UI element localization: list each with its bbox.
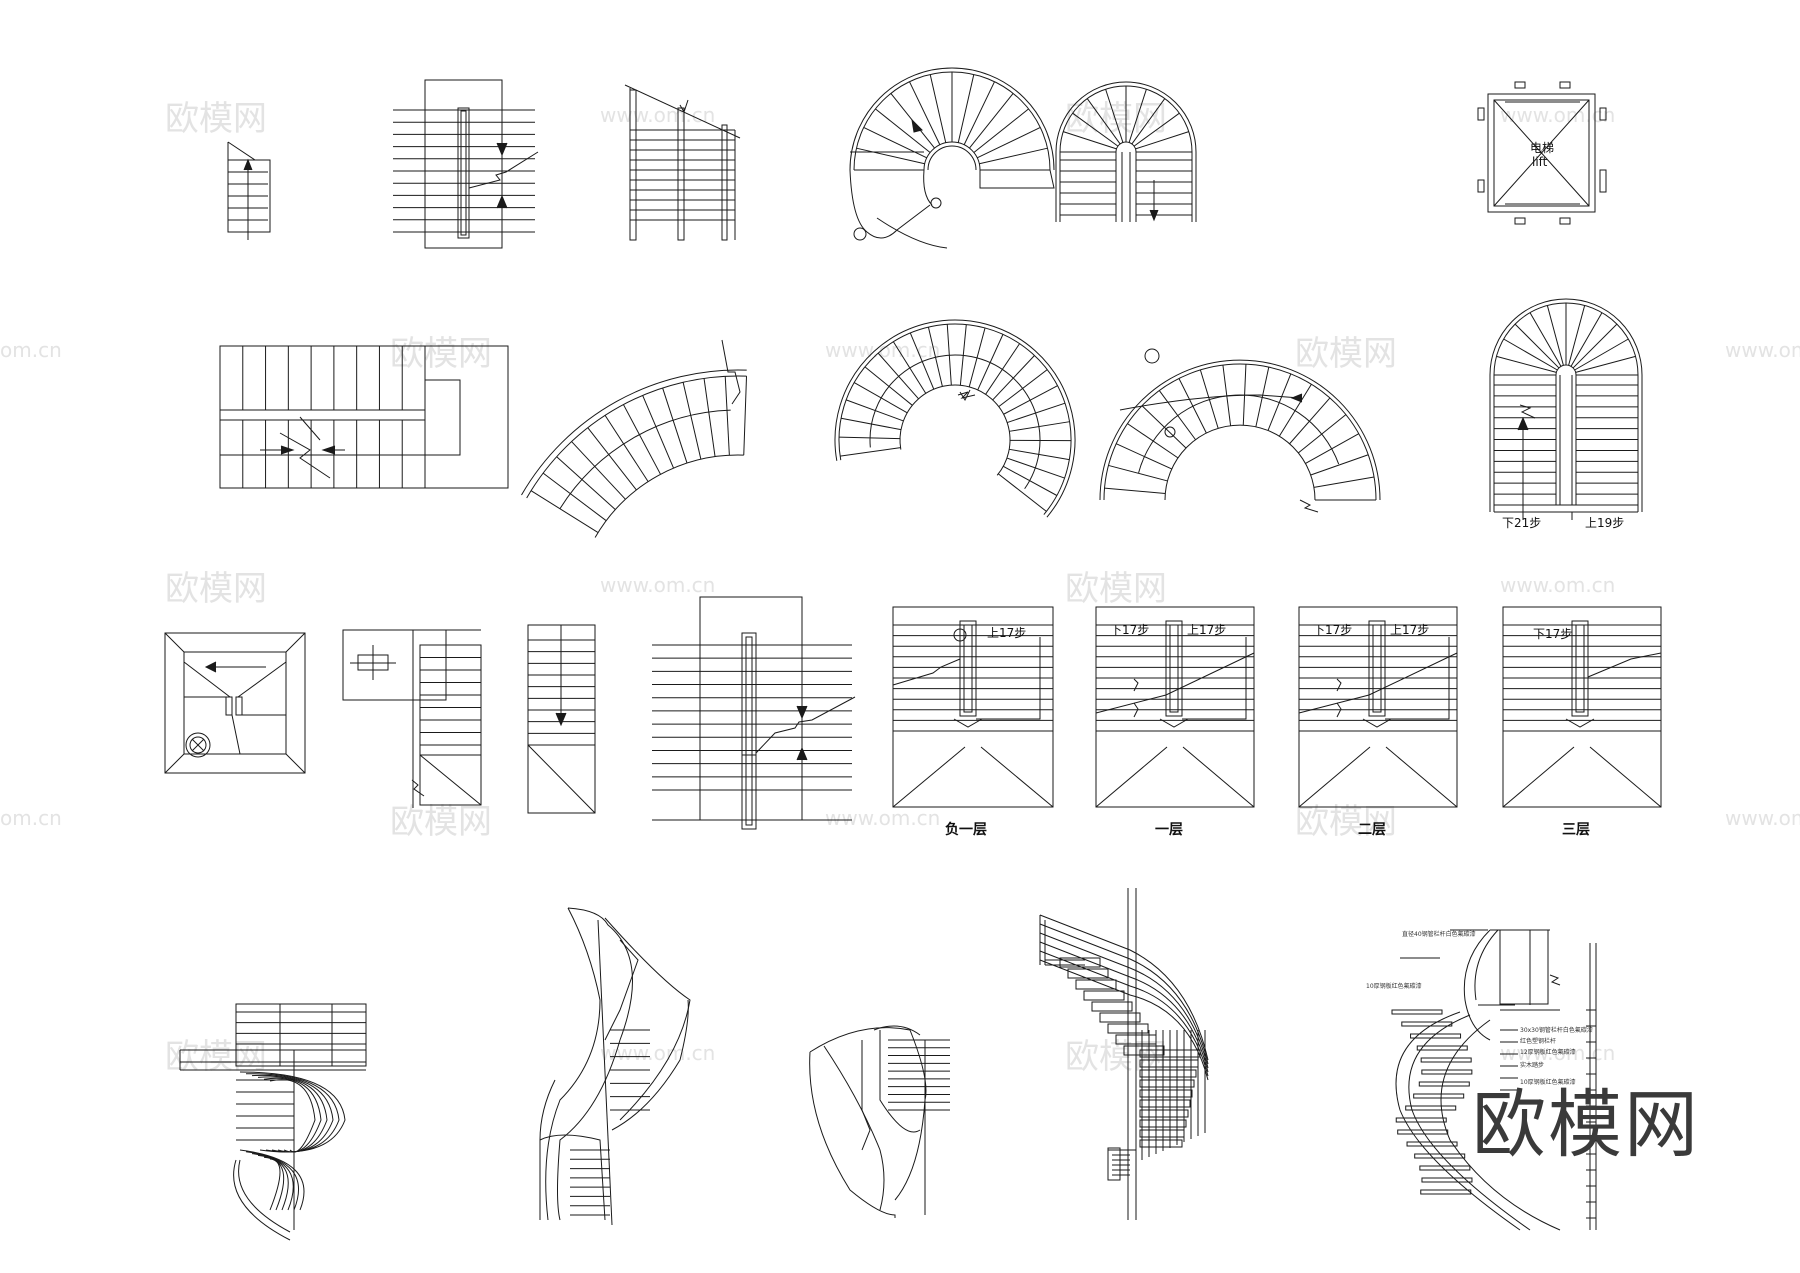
elevation-ribbon-2 [809,1025,950,1218]
elevation-railing [1039,888,1209,1220]
plan-double-flight-large [652,596,856,830]
annotation: 10厚钢板红色氟碳漆 [1520,1078,1576,1086]
watermark-brand: 欧模网 [1065,569,1167,609]
watermark-site: www.om.cn [1500,573,1615,597]
annotation: 红色塑钢栏杆 [1520,1037,1556,1045]
fp-f2-down17: 下17步 [1313,623,1352,637]
watermark-brand: 欧模网 [390,802,492,842]
plan-l-shape [342,629,482,808]
annotation: 10厚钢板红色氟碳漆 [1366,982,1422,990]
lift-label-cn: 电梯 [1530,141,1554,155]
plan-square-winder [164,632,306,774]
plan-wide-landing [219,345,509,489]
floorplan-f2 [1298,606,1458,808]
watermark-site: www.om.cn [1725,806,1800,830]
fp-f3-down17: 下17步 [1533,627,1572,641]
watermark-site: www.om.cn [600,1041,715,1065]
annotation: 直径40钢管栏杆白色氟碳漆 [1402,930,1476,938]
plan-arch-steps [1489,298,1643,520]
plan-curved-large [1099,348,1381,513]
floorplan-f1 [1095,606,1255,808]
annotation: 实木踏步 [1520,1061,1544,1069]
watermark-brand: 欧模网 [390,334,492,374]
label-up19: 上19步 [1585,516,1624,530]
plan-straight-slanted [624,84,741,241]
watermark-brand: 欧模网 [1295,334,1397,374]
plan-double-flight [393,79,539,249]
watermark-brand: 欧模网 [165,99,267,139]
plan-horseshoe [834,319,1076,518]
fp-f1-up17: 上17步 [1187,623,1226,637]
plan-straight-small [227,141,271,240]
watermark-brand: 欧模网 [165,569,267,609]
annotation: 30x30钢管栏杆白色氟碳漆 [1520,1026,1593,1034]
label-down21: 下21步 [1502,516,1541,530]
elevation-ribbon-1 [539,907,691,1226]
floorplan-b1 [892,606,1054,808]
annotation: 12厚钢板红色氟碳漆 [1520,1048,1576,1056]
floor-label-b1: 负一层 [945,821,987,838]
elevation-annotated [1391,929,1597,1231]
plan-spiral-column [849,67,1055,249]
watermark-site: www.om.cn [600,103,715,127]
fp-f2-up17: 上17步 [1390,623,1429,637]
plan-lift [1477,81,1607,225]
brand-logo-text: 欧模网 [1472,1082,1700,1168]
floor-label-f2: 二层 [1358,822,1386,838]
fp-f1-down17: 下17步 [1110,623,1149,637]
floor-label-f3: 三层 [1562,822,1590,838]
watermark-site: www.om.cn [600,573,715,597]
floorplan-f3 [1502,606,1662,808]
watermark-site: www.om.cn [825,806,940,830]
plan-curved-fan [521,339,748,538]
annotation-list: 直径40钢管栏杆白色氟碳漆 10厚钢板红色氟碳漆 30x30钢管栏杆白色氟碳漆 … [1366,930,1593,1086]
fp-b1-up17: 上17步 [987,626,1026,640]
lift-label-en: lift [1532,155,1548,169]
watermark-site-partial: om.cn [0,338,62,362]
watermark-site: www.om.cn [1500,103,1615,127]
plan-arch-double [1055,81,1197,222]
elevation-spiral-1 [179,1003,367,1241]
watermark-brand: 欧模网 [1295,802,1397,842]
watermark-site-partial: om.cn [0,806,62,830]
plan-narrow-straight [527,624,596,814]
floor-label-f1: 一层 [1155,822,1183,838]
watermark-site: www.om.cn [1725,338,1800,362]
